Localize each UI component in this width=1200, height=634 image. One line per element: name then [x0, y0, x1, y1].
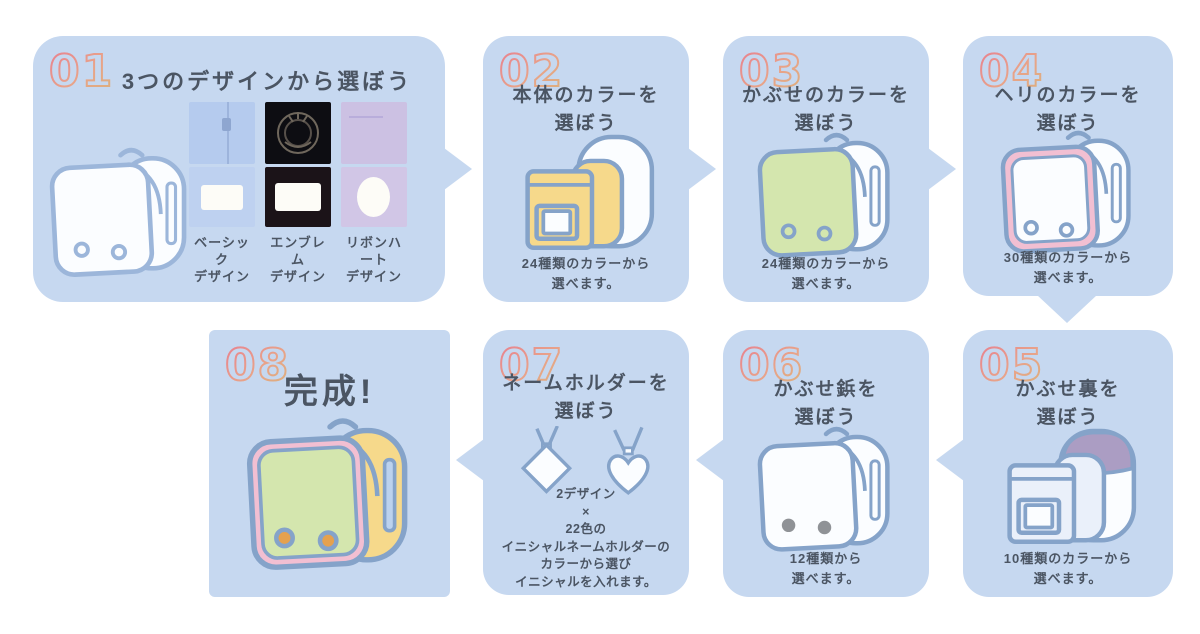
design-label: リボンハートデザイン	[345, 235, 402, 284]
arrow-right-icon	[444, 148, 472, 190]
step-04-caption: 30種類のカラーから選べます。	[1003, 249, 1133, 285]
step-number-text: 03	[739, 46, 804, 96]
step-number-text: 06	[739, 340, 804, 390]
design-option-emblem: エンブレムデザイン	[265, 102, 331, 286]
design-photo-bottom	[189, 167, 255, 227]
heart-name-tag-icon	[607, 426, 650, 495]
design-label: エンブレムデザイン	[269, 235, 326, 284]
step-02-caption: 24種類のカラーから選べます。	[521, 255, 651, 291]
step-05-title: かぶせ裏を選ぼう	[1015, 379, 1121, 428]
arrow-left-icon	[456, 439, 484, 481]
step-02-card: 02 本体のカラーを選ぼう 24種類のカラーから選べます。	[483, 36, 716, 302]
step-number-text: 08	[225, 340, 290, 390]
randoseru-complete-icon	[209, 412, 450, 572]
step-04-card: 04 ヘリのカラーを選ぼう 30種類のカラーから選べます。	[963, 36, 1173, 323]
step-06-card: 06 かぶせ鋲を選ぼう 12種類から選べます。	[696, 330, 929, 597]
step-number-text: 05	[979, 340, 1044, 390]
step-02-number: 02	[498, 45, 564, 96]
step-07-title: ネームホルダーを選ぼう	[502, 373, 670, 422]
step-04-title: ヘリのカラーを選ぼう	[994, 85, 1142, 134]
step-number-text: 07	[499, 340, 564, 390]
step-06-title: かぶせ鋲を選ぼう	[773, 379, 879, 428]
arrow-right-icon	[688, 148, 716, 190]
design-photo-top	[265, 102, 331, 164]
step-number-text: 01	[49, 46, 114, 96]
step-06-caption: 12種類から選べます。	[789, 550, 863, 586]
randoseru-trim-highlight-icon	[963, 126, 1173, 255]
step-01-card: 01 3つのデザインから選ぼう	[33, 36, 472, 302]
step-05-number: 05	[978, 339, 1044, 390]
step-03-number: 03	[738, 45, 804, 96]
arrow-left-icon	[936, 439, 964, 481]
randoseru-flap-highlight-icon	[723, 128, 929, 259]
step-03-title: かぶせのカラーを選ぼう	[741, 85, 910, 134]
randoseru-studs-icon	[723, 422, 929, 553]
step-02-title: 本体のカラーを選ぼう	[512, 85, 660, 134]
design-photo-bottom	[341, 167, 407, 227]
step-05-caption: 10種類のカラーから選べます。	[1003, 550, 1133, 586]
square-name-tag-icon	[520, 426, 573, 494]
design-options: ベーシックデザイン エンブレムデザイン	[189, 102, 407, 286]
step-number-text: 02	[499, 46, 564, 96]
randoseru-flap-lining-icon	[963, 422, 1173, 553]
design-option-basic: ベーシックデザイン	[189, 102, 255, 286]
randoseru-outline-icon	[43, 136, 198, 286]
randoseru-body-highlight-icon	[483, 128, 689, 259]
step-01-title: 3つのデザインから選ぼう	[121, 69, 413, 94]
arrow-right-icon	[928, 148, 956, 190]
arrow-left-icon	[696, 439, 724, 481]
step-08-title: 完成!	[283, 373, 376, 411]
design-label: ベーシックデザイン	[193, 235, 250, 284]
step-05-card: 05 かぶせ裏を選ぼう 10種類のカラーから選べます。	[936, 330, 1173, 597]
step-number-text: 04	[979, 46, 1044, 96]
step-08-card: 08 完成!	[209, 330, 450, 597]
design-option-ribbonheart: リボンハートデザイン	[341, 102, 407, 286]
step-08-number: 08	[224, 339, 290, 390]
step-07-caption: 2デザイン × 22色の イニシャルネームホルダーの カラーから選び イニシャル…	[501, 487, 671, 589]
design-photo-top	[341, 102, 407, 164]
step-03-caption: 24種類のカラーから選べます。	[761, 255, 891, 291]
design-photo-bottom	[265, 167, 331, 227]
name-holder-icons	[483, 426, 689, 501]
design-photo-top	[189, 102, 255, 164]
step-03-card: 03 かぶせのカラーを選ぼう 24種類のカラーから選べます。	[723, 36, 956, 302]
step-07-number: 07	[498, 339, 564, 390]
step-07-card: 07 ネームホルダーを選ぼう 2デザイン × 22色の	[456, 330, 689, 595]
step-01-number: 01	[48, 45, 114, 96]
arrow-down-icon	[1037, 295, 1097, 323]
step-04-number: 04	[978, 45, 1044, 96]
step-06-number: 06	[738, 339, 804, 390]
